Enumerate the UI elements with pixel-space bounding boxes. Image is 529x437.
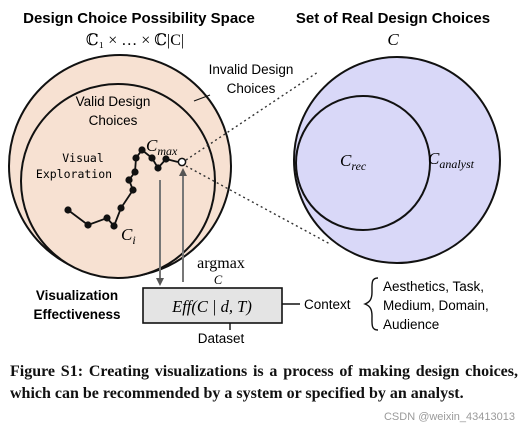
right-title: Set of Real Design Choices [296, 10, 490, 27]
valid-label-line1: Valid Design [76, 94, 151, 109]
projection-line-top [185, 71, 319, 161]
caption-text: Creating visualizations is a process of … [10, 363, 519, 402]
exploration-label-line2: Exploration [36, 167, 112, 181]
exploration-point [138, 146, 146, 154]
exploration-label-line1: Visual [62, 151, 104, 165]
exploration-point [117, 204, 125, 212]
invalid-label-line1: Invalid Design [209, 62, 294, 77]
dataset-label: Dataset [198, 331, 245, 346]
canalyst-label-main: C [428, 149, 440, 168]
ci-label-main: C [121, 225, 133, 244]
crec-label-main: C [340, 151, 352, 170]
vis-eff-line2: Effectiveness [33, 307, 120, 322]
argmax-label: argmax [197, 255, 245, 272]
watermark: CSDN @weixin_43413013 [383, 411, 515, 423]
context-items-line2: Medium, Domain, [383, 298, 489, 313]
exploration-point [110, 222, 118, 230]
exploration-points [64, 146, 170, 230]
cmax-label: Cmax [146, 136, 178, 158]
valid-choices-circle [20, 83, 216, 279]
exploration-point [154, 164, 162, 172]
cmax-point [177, 157, 187, 167]
exploration-point [148, 154, 156, 162]
ci-label: Ci [121, 225, 136, 247]
invalid-label-pointer [193, 94, 211, 102]
left-subtitle-math: ℂ₁ × … × ℂ|C| [86, 32, 184, 49]
context-label: Context [304, 297, 351, 312]
effectiveness-formula: Eff(C | d, T) [171, 297, 252, 316]
cmax-label-main: C [146, 136, 158, 155]
vis-eff-line1: Visualization [36, 288, 118, 303]
context-items-line1: Aesthetics, Task, [383, 279, 484, 294]
crec-circle [295, 95, 431, 231]
canalyst-label-sub: analyst [439, 157, 474, 171]
context-items-line3: Audience [383, 317, 439, 332]
exploration-point [64, 206, 72, 214]
exploration-point [131, 168, 139, 176]
effectiveness-box [142, 287, 283, 324]
ci-label-sub: i [132, 233, 135, 247]
canalyst-label: Canalyst [428, 149, 475, 171]
exploration-point [129, 186, 137, 194]
cmax-label-sub: max [157, 144, 178, 158]
figure-caption: Figure S1: Creating visualizations is a … [10, 361, 518, 405]
exploration-point [132, 154, 140, 162]
caption-figure-label: Figure S1: [10, 363, 84, 380]
crec-label: Crec [340, 151, 367, 173]
projection-line-bottom [185, 165, 331, 245]
invalid-label-line2: Choices [227, 81, 276, 96]
exploration-point [103, 214, 111, 222]
exploration-point [84, 221, 92, 229]
argmax-sub-label: C [214, 273, 223, 287]
valid-label-line2: Choices [89, 113, 138, 128]
context-brace [363, 277, 379, 331]
left-title: Design Choice Possibility Space [23, 10, 255, 27]
exploration-point [162, 155, 170, 163]
crec-label-sub: rec [351, 159, 367, 173]
exploration-point [125, 176, 133, 184]
right-subtitle: C [387, 30, 399, 49]
